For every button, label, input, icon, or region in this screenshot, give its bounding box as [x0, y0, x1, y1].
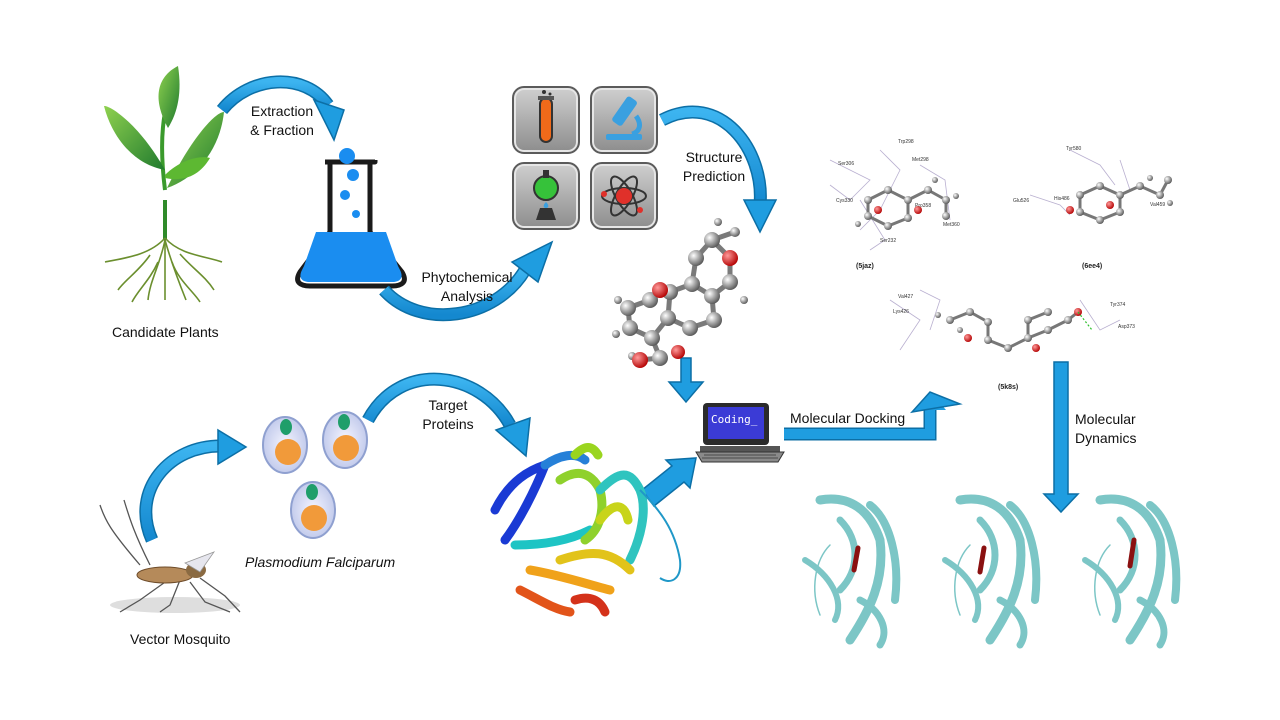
residue-label: Ser232 [880, 238, 897, 244]
docking-6ee4 [1029, 149, 1173, 224]
residue-label: Val427 [898, 294, 914, 300]
arrow-mosquito-to-parasite [139, 428, 248, 543]
computer-screen-text: Coding_ [711, 413, 758, 426]
label-candidate-plants: Candidate Plants [112, 324, 219, 340]
microscope-icon [606, 96, 642, 140]
residue-label: Ser306 [838, 161, 855, 167]
structure-molecule [612, 218, 748, 368]
label-extraction: Extraction & Fraction [240, 102, 324, 140]
flask-burner-tile [512, 162, 580, 230]
arrow-plant-to-flask [216, 75, 345, 142]
label-phytochemical-line1: Phytochemical [421, 269, 513, 285]
residue-label: Lys426 [893, 309, 909, 315]
docking-id-6ee4: (6ee4) [1082, 263, 1103, 270]
mosquito-icon [99, 499, 241, 613]
label-target-proteins: Target Proteins [406, 396, 490, 434]
protein-ribbon [490, 443, 682, 617]
docking-5jaz [829, 149, 959, 251]
residue-label: Tyr374 [1110, 302, 1126, 308]
arrow-docking [784, 391, 963, 441]
arrow-parasite-to-protein [362, 372, 531, 458]
label-extraction-line1: Extraction [250, 103, 314, 119]
flask-burner-icon [533, 170, 559, 220]
arrow-analysis-to-structure [659, 105, 778, 234]
label-phytochemical-line2: Analysis [440, 288, 494, 304]
label-dynamics-line1: Molecular [1075, 411, 1136, 427]
residue-label: Met360 [943, 222, 960, 228]
arrow-structure-to-computer [667, 357, 705, 404]
label-vector-mosquito: Vector Mosquito [130, 631, 231, 647]
label-molecular-docking: Molecular Docking [790, 410, 906, 426]
label-structure-prediction: Structure Prediction [672, 148, 756, 186]
arrow-protein-to-computer [640, 457, 697, 508]
parasite-cell-3 [290, 481, 336, 539]
test-tube-icon [538, 90, 554, 143]
label-phytochemical: Phytochemical Analysis [412, 268, 522, 306]
residue-label: Glu526 [1013, 198, 1030, 204]
dynamics-protein-1 [802, 494, 901, 649]
residue-label: His486 [1054, 196, 1070, 202]
label-plasmodium: Plasmodium Falciparum [245, 554, 396, 570]
computer-icon [695, 403, 785, 463]
residue-label: Asp373 [1118, 324, 1135, 330]
residue-label: Trp298 [898, 139, 914, 145]
parasite-cell-2 [322, 411, 368, 469]
plant-icon [104, 66, 224, 303]
docking-id-5k8s: (5k8s) [998, 384, 1019, 391]
residue-label: Val459 [1150, 202, 1166, 208]
residue-label: Met298 [912, 157, 929, 163]
residue-label: Tyr580 [1066, 146, 1082, 152]
residue-label: Cys330 [836, 198, 853, 204]
label-extraction-line2: & Fraction [250, 122, 314, 138]
docking-5k8s [889, 289, 1121, 352]
dynamics-protein-3 [1082, 494, 1181, 649]
parasite-cell-1 [262, 416, 308, 474]
label-dynamics-line2: Dynamics [1075, 430, 1137, 446]
arrow-dynamics [1042, 361, 1080, 514]
docking-id-5jaz: (5jaz) [856, 263, 874, 270]
microscope-tile [590, 86, 658, 154]
atom-icon [601, 175, 647, 217]
flask-icon [295, 148, 407, 289]
parasite-group [262, 411, 368, 539]
atom-tile [590, 162, 658, 230]
label-structure-line1: Structure [685, 149, 743, 165]
residue-label: Pro358 [915, 203, 932, 209]
label-target-line2: Proteins [422, 416, 474, 432]
arrow-flask-to-analysis [379, 240, 554, 322]
test-tube-tile [512, 86, 580, 154]
label-molecular-dynamics: Molecular Dynamics [1075, 410, 1136, 448]
label-target-line1: Target [428, 397, 468, 413]
dynamics-protein-2 [942, 494, 1041, 649]
label-structure-line2: Prediction [682, 168, 746, 184]
